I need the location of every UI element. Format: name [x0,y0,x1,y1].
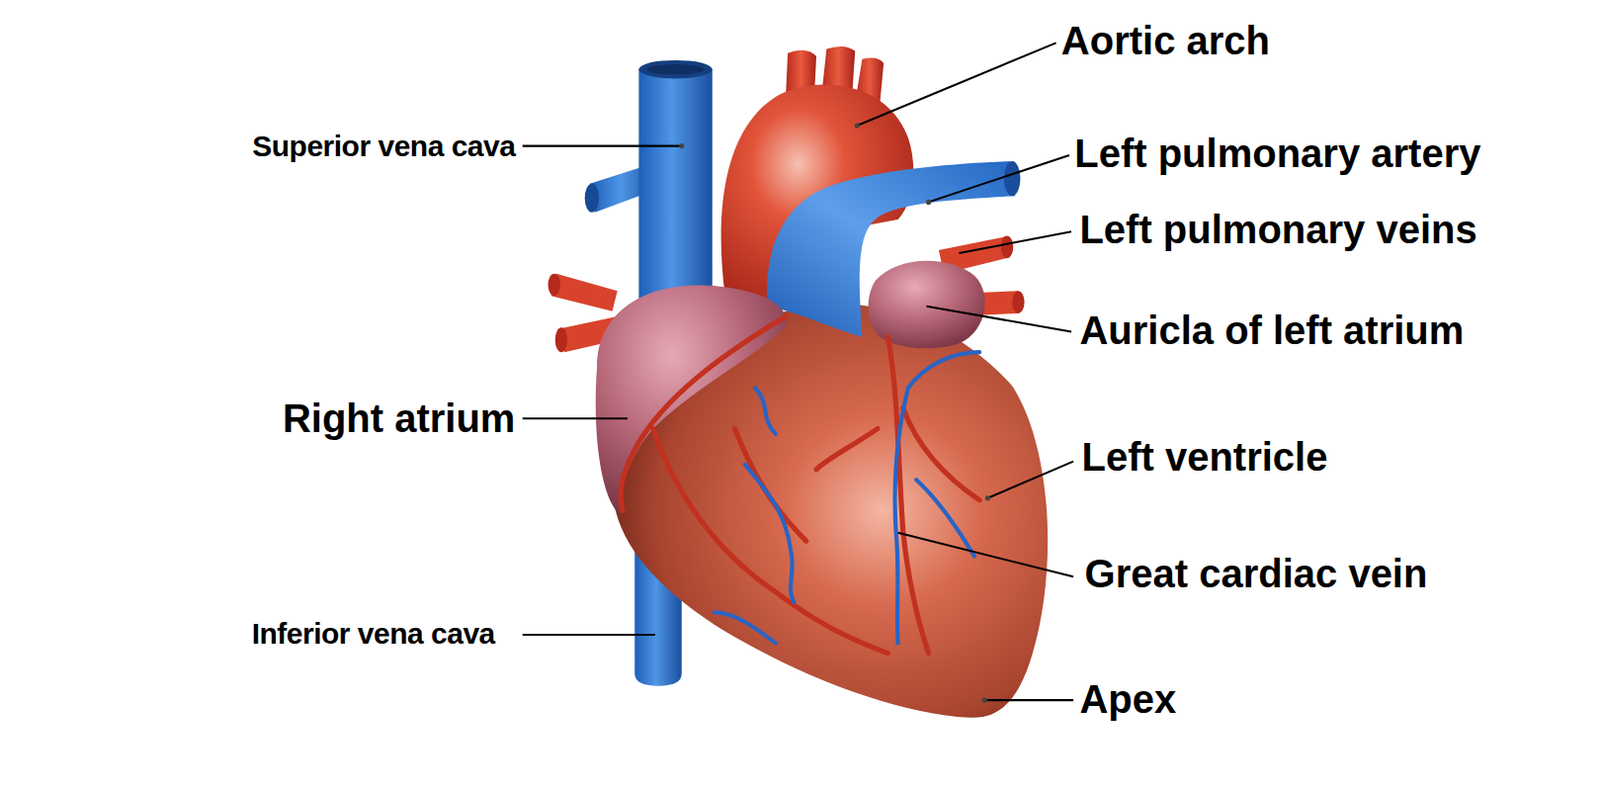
leader-line [522,633,656,636]
cardiac-veins [714,351,980,643]
leader-line [898,532,1075,577]
leader-line [959,231,1073,253]
vessel-opening [647,64,705,75]
leader-line [856,42,1056,126]
leader-line [987,461,1074,499]
vessel-end [585,183,599,213]
part-label: Inferior vena cava [252,616,496,650]
leader-dot [985,495,991,501]
vessel-opening [1004,161,1021,196]
part-label: Great cardiac vein [1085,551,1429,595]
leader-line [522,417,628,420]
leader-line [522,145,682,148]
pulmonary-vein [551,273,618,312]
leader-dot [926,199,931,205]
part-label: Superior vena cava [252,129,515,163]
vein-end [548,273,561,297]
coronary-arteries [620,316,980,654]
part-label: Auricla of left atrium [1079,308,1464,352]
part-label: Right atrium [282,396,516,440]
part-label: Left pulmonary veins [1079,207,1477,252]
leader-line [926,306,1073,333]
vein-end [555,327,568,352]
leader-dot [982,697,988,703]
leader-lines [522,42,1074,700]
leader-line [928,155,1070,202]
leader-line [984,698,1074,701]
part-label: Apex [1079,676,1177,721]
vein-end [1001,235,1013,258]
leader-dot [854,122,860,128]
leader-dot [678,143,684,149]
vessel-opening [638,60,712,80]
part-label: Left ventricle [1081,434,1328,479]
part-label: Left pulmonary artery [1074,131,1481,175]
vein-end [1011,290,1024,314]
part-label: Aortic arch [1061,18,1270,63]
